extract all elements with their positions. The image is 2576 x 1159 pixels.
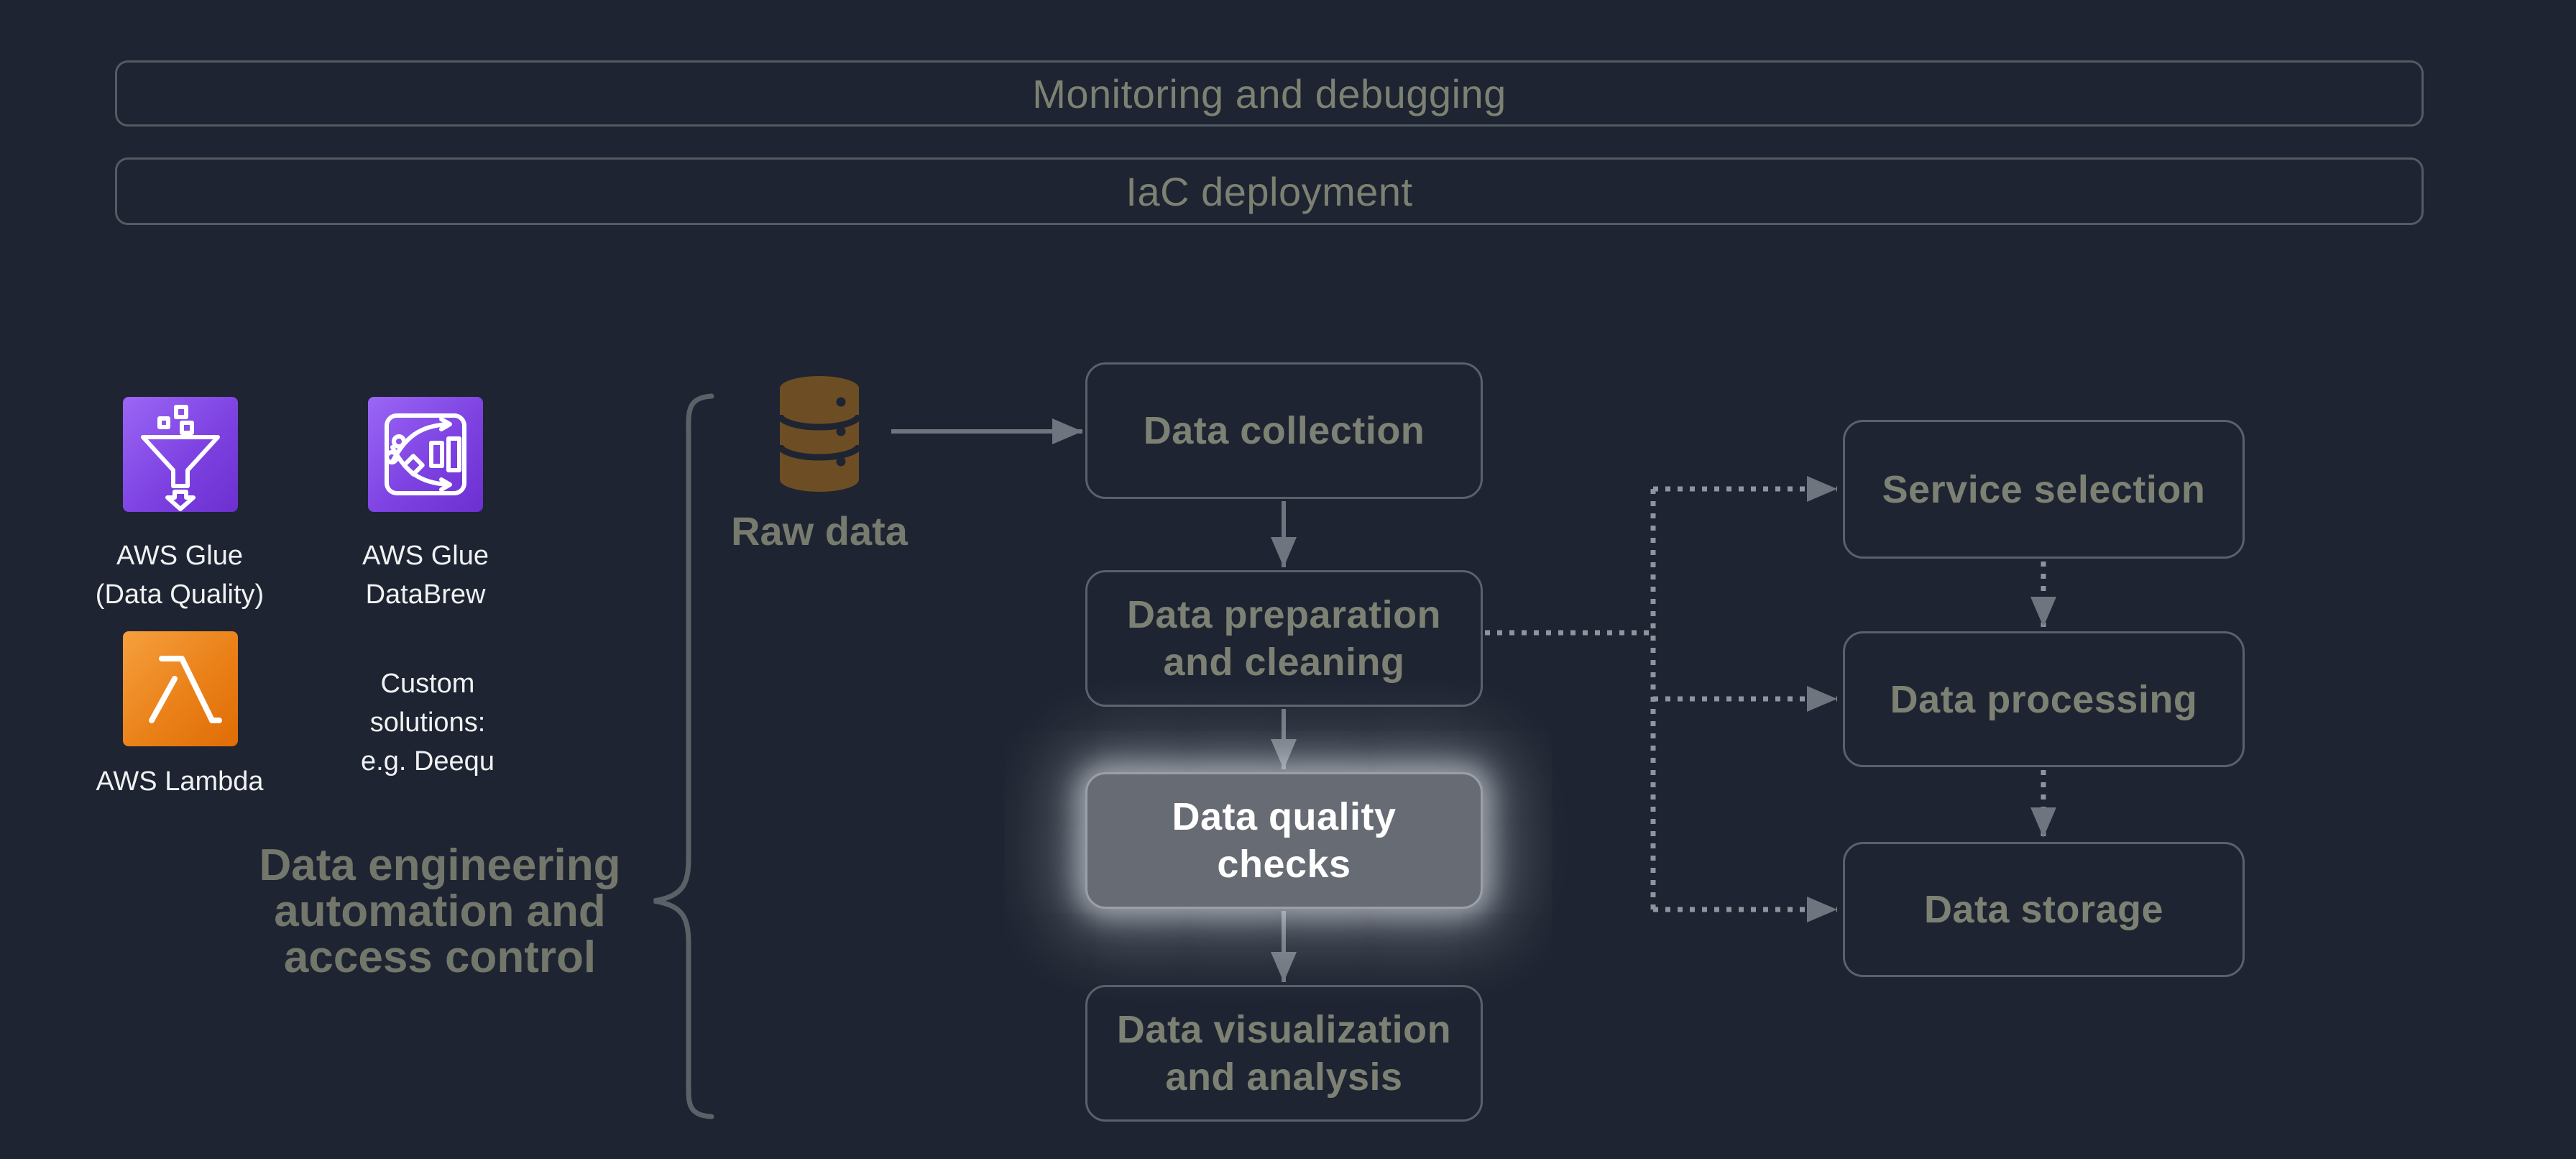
node-data-collection: Data collection bbox=[1085, 362, 1483, 499]
node-data-visualization: Data visualization and analysis bbox=[1085, 985, 1483, 1122]
group-label-line: Data engineering bbox=[259, 840, 621, 890]
group-label-line: automation and bbox=[274, 887, 606, 936]
caption-line: Custom bbox=[380, 669, 475, 699]
node-label: Data visualization bbox=[1116, 1008, 1452, 1051]
caption-line: solutions: bbox=[369, 707, 486, 738]
raw-data-label: Raw data bbox=[668, 508, 970, 554]
node-data-quality-checks: Data quality checks bbox=[1085, 772, 1483, 909]
group-label-data-engineering: Data engineering automation and access c… bbox=[231, 843, 648, 981]
node-service-selection: Service selection bbox=[1843, 420, 2245, 559]
aws-glue-databrew-caption: AWS Glue DataBrew bbox=[275, 536, 576, 614]
aws-lambda-icon bbox=[123, 631, 238, 746]
node-label: Data preparation bbox=[1126, 593, 1442, 636]
banner-iac-deployment: IaC deployment bbox=[115, 157, 2424, 225]
node-data-preparation: Data preparation and cleaning bbox=[1085, 570, 1483, 707]
node-label: Service selection bbox=[1882, 467, 2206, 511]
caption-line: AWS Glue bbox=[362, 541, 489, 571]
aws-glue-databrew-icon bbox=[368, 397, 483, 512]
caption-line: DataBrew bbox=[365, 580, 486, 610]
caption-line: AWS Glue bbox=[116, 541, 243, 571]
custom-solutions-note: Custom solutions: e.g. Deequ bbox=[277, 664, 579, 781]
raw-data-database-icon bbox=[778, 376, 861, 492]
node-label: checks bbox=[1217, 843, 1351, 886]
node-label: and analysis bbox=[1165, 1055, 1403, 1099]
label-line: Raw data bbox=[731, 508, 908, 554]
caption-line: (Data Quality) bbox=[95, 580, 264, 610]
node-data-processing: Data processing bbox=[1843, 631, 2245, 767]
aws-lambda-caption: AWS Lambda bbox=[29, 762, 331, 801]
caption-line: AWS Lambda bbox=[96, 766, 264, 797]
banner-label: IaC deployment bbox=[1126, 168, 1413, 214]
node-label: Data processing bbox=[1890, 677, 2198, 721]
group-label-line: access control bbox=[283, 933, 597, 982]
node-label: and cleaning bbox=[1163, 641, 1405, 684]
aws-glue-data-quality-icon bbox=[123, 397, 238, 512]
node-data-storage: Data storage bbox=[1843, 842, 2245, 977]
caption-line: e.g. Deequ bbox=[361, 746, 494, 777]
node-label: Data quality bbox=[1172, 795, 1397, 838]
banner-monitoring-debugging: Monitoring and debugging bbox=[115, 60, 2424, 127]
grouping-brace bbox=[653, 393, 714, 1119]
aws-glue-data-quality-caption: AWS Glue (Data Quality) bbox=[29, 536, 331, 614]
node-label: Data collection bbox=[1143, 409, 1425, 452]
banner-label: Monitoring and debugging bbox=[1032, 70, 1506, 116]
node-label: Data storage bbox=[1923, 888, 2164, 931]
